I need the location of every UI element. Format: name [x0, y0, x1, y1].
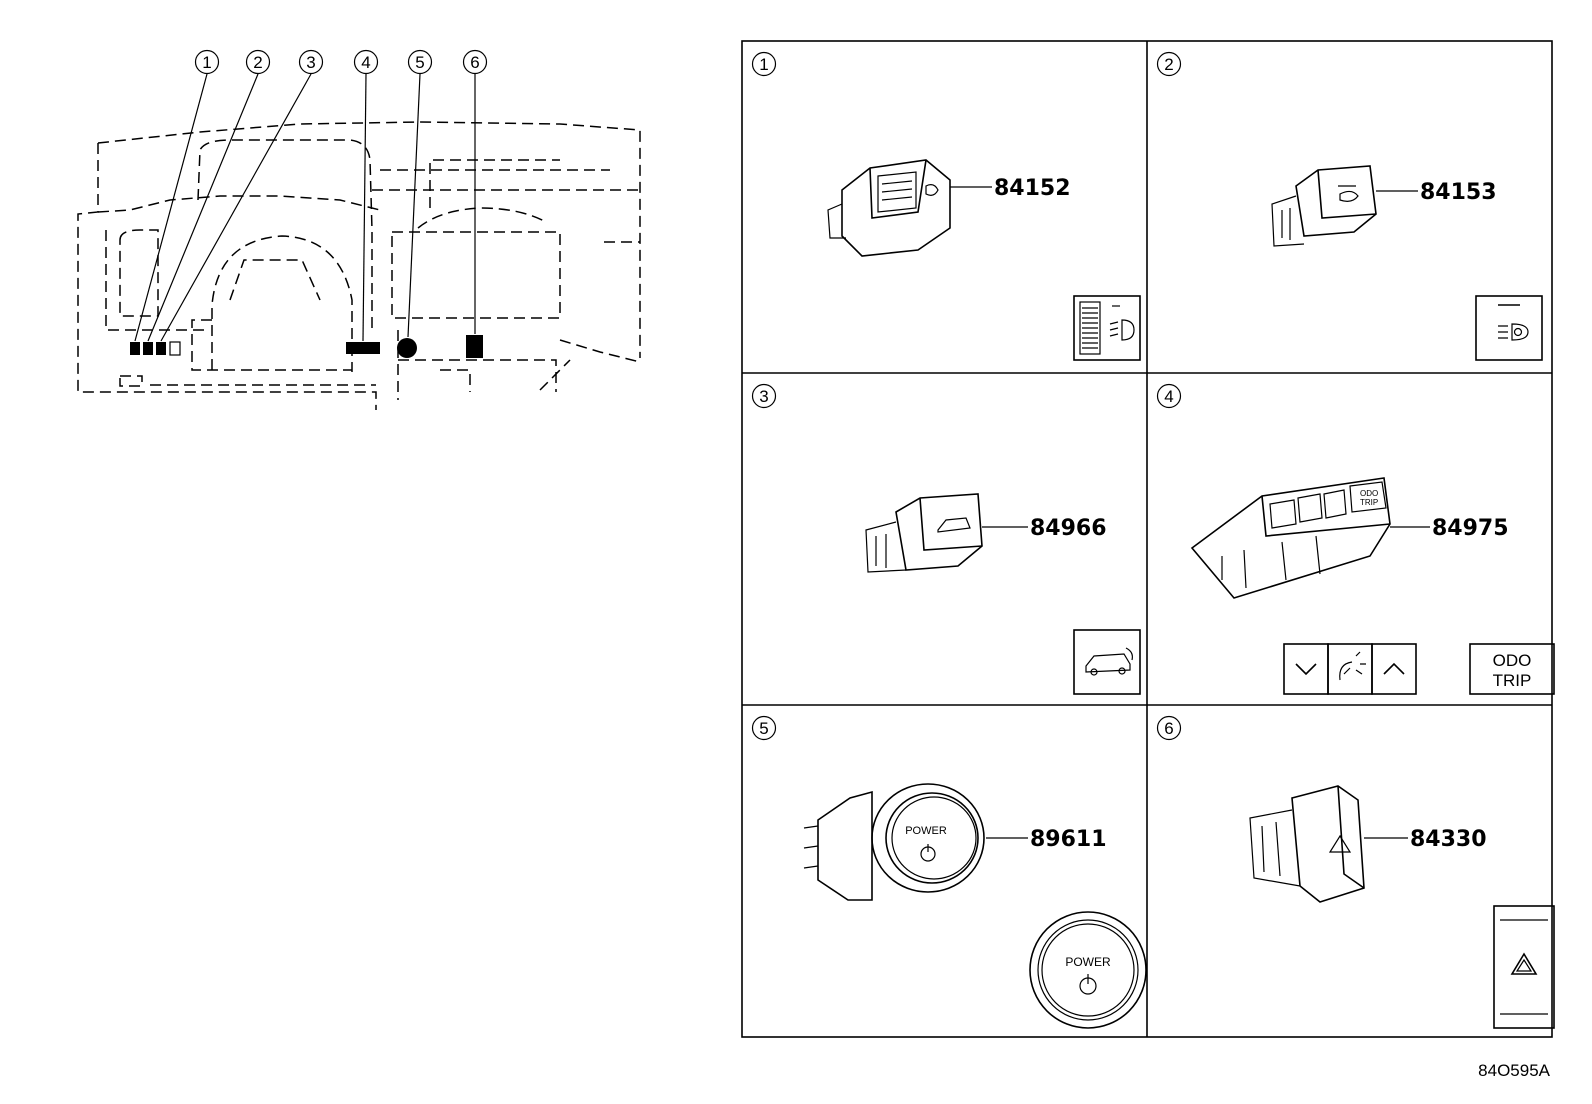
- power-button-icon: POWER: [1029, 911, 1147, 1029]
- part-number-84330: 84330: [1410, 827, 1487, 852]
- callout-2: 2: [245, 49, 271, 75]
- meter-control-switch-illustration: ODO TRIP: [1190, 477, 1391, 599]
- diagram-code: 84O595A: [1478, 1061, 1550, 1080]
- panel-6[interactable]: 6 84330: [1156, 715, 1555, 1029]
- panel-5-index: 5: [759, 719, 768, 738]
- callout-4: 4: [353, 49, 379, 75]
- panel-2[interactable]: 2 84153: [1156, 51, 1543, 361]
- panel-5[interactable]: 5 POWER 89611 POWER: [751, 715, 1147, 1029]
- part-number-84152: 84152: [994, 176, 1071, 201]
- part-number-89611: 89611: [1030, 827, 1107, 852]
- panel-grid: [741, 40, 1553, 1038]
- part-number-84975: 84975: [1432, 516, 1509, 541]
- svg-text:ODO: ODO: [1493, 651, 1532, 670]
- svg-text:TRIP: TRIP: [1360, 498, 1378, 507]
- svg-text:TRIP: TRIP: [1493, 671, 1532, 690]
- svg-text:5: 5: [415, 53, 424, 72]
- switch-location-2: [143, 342, 153, 355]
- panel-2-index: 2: [1164, 55, 1173, 74]
- up-button-icon: [1371, 643, 1417, 695]
- hazard-warning-icon: [1493, 905, 1555, 1029]
- switch-location-blank: [169, 341, 181, 356]
- power-switch-illustration: POWER: [803, 783, 985, 901]
- dashboard-overview: 1 2 3 4 5 6: [77, 49, 641, 410]
- auto-high-beam-switch-illustration: [1271, 165, 1377, 247]
- callout-5: 5: [407, 49, 433, 75]
- svg-text:6: 6: [470, 53, 479, 72]
- odo-trip-button-icon: [1469, 643, 1555, 695]
- hazard-switch-illustration: [1249, 785, 1365, 903]
- down-button-icon: [1283, 643, 1329, 695]
- switch-location-6: [466, 335, 483, 358]
- svg-text:1: 1: [202, 53, 211, 72]
- callout-3: 3: [298, 49, 324, 75]
- headlight-leveling-switch-illustration: [827, 159, 951, 257]
- svg-text:ODO: ODO: [1360, 489, 1378, 498]
- callout-6: 6: [462, 49, 488, 75]
- svg-text:4: 4: [361, 53, 370, 72]
- svg-text:POWER: POWER: [905, 825, 947, 837]
- callout-1: 1: [194, 49, 220, 75]
- switch-location-4: [346, 342, 380, 354]
- svg-text:2: 2: [253, 53, 262, 72]
- panel-4-index: 4: [1164, 387, 1173, 406]
- switch-location-1: [130, 342, 140, 355]
- headlight-leveling-dial-icon: [1073, 295, 1141, 361]
- panel-1-index: 1: [759, 55, 768, 74]
- panel-3-index: 3: [759, 387, 768, 406]
- meter-control-switch-icon: ODO TRIP: [1283, 643, 1555, 695]
- panel-4[interactable]: 4 ODO TRIP 84975 ODO TRIP: [1156, 383, 1555, 695]
- part-number-84966: 84966: [1030, 516, 1107, 541]
- svg-text:POWER: POWER: [1065, 955, 1111, 969]
- panel-1[interactable]: 1 84152: [751, 51, 1141, 361]
- svg-text:3: 3: [306, 53, 315, 72]
- vehicle-liftgate-icon: [1073, 629, 1141, 695]
- liftgate-switch-illustration: [865, 493, 983, 573]
- meter-illumination-icon: [1327, 643, 1373, 695]
- part-number-84153: 84153: [1420, 180, 1497, 205]
- panel-3[interactable]: 3 84966: [751, 383, 1141, 695]
- switch-location-3: [156, 342, 166, 355]
- panel-6-index: 6: [1164, 719, 1173, 738]
- auto-high-beam-icon: [1475, 295, 1543, 361]
- switch-location-5: [397, 338, 417, 358]
